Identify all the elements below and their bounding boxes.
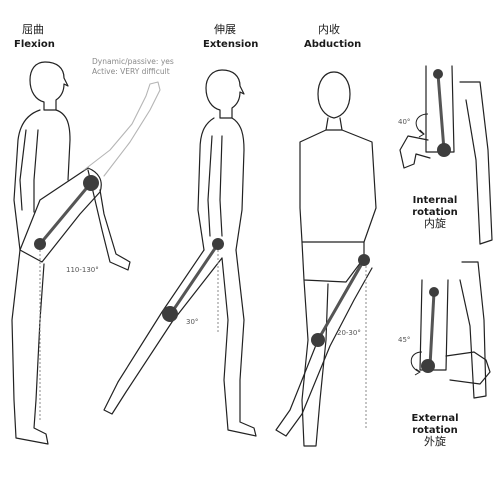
extension-front-leg xyxy=(221,249,257,437)
abduction-knee-joint xyxy=(311,333,325,347)
internal-rotation-label-line1: Internal xyxy=(412,195,458,206)
internal-rotation-angle-value: 40° xyxy=(398,118,411,126)
flexion-torso xyxy=(13,109,71,251)
extension-arm xyxy=(207,135,223,237)
internal-rotation-standing-leg xyxy=(459,81,493,245)
internal-rotation-hip-joint xyxy=(433,69,443,79)
flexion-raised-thigh xyxy=(19,167,102,263)
flexion-figure xyxy=(11,61,161,445)
extension-knee-joint xyxy=(162,306,178,322)
external-rotation-label-line2: rotation xyxy=(412,424,458,436)
abduction-torso xyxy=(299,129,377,243)
abduction-figure xyxy=(275,71,377,447)
flexion-standing-leg xyxy=(11,249,49,445)
internal-rotation-lower-leg xyxy=(399,135,431,169)
external-rotation-label: External rotation 外旋 xyxy=(406,413,464,449)
internal-rotation-label: Internal rotation 内旋 xyxy=(406,195,464,231)
flexion-arm xyxy=(19,129,39,213)
external-rotation-arrowhead xyxy=(414,368,421,376)
external-rotation-standing-leg xyxy=(459,261,487,399)
internal-rotation-knee-joint xyxy=(437,143,451,157)
extension-label-en: Extension xyxy=(203,39,259,50)
extension-hip-joint xyxy=(212,238,224,250)
extension-angle-value: 30° xyxy=(186,318,199,326)
external-rotation-angle-value: 45° xyxy=(398,336,411,344)
abduction-femur-line xyxy=(316,258,366,342)
internal-rotation-label-line2: rotation xyxy=(412,206,458,218)
abduction-hip-joint xyxy=(358,254,370,266)
flexion-angle-value: 110-130° xyxy=(66,266,99,274)
internal-rotation-label-cn: 内旋 xyxy=(424,217,446,230)
extension-label-cn: 伸展 xyxy=(214,23,236,36)
external-rotation-femur-line xyxy=(428,290,436,368)
abduction-neck xyxy=(325,117,343,131)
external-rotation-lower-leg xyxy=(445,351,491,385)
flexion-label-cn: 屈曲 xyxy=(22,23,44,36)
external-rotation-arrow xyxy=(410,351,423,373)
abduction-label-cn: 内收 xyxy=(318,23,340,36)
flexion-head xyxy=(29,61,69,111)
abduction-standing-leg xyxy=(301,279,329,447)
external-rotation-label-cn: 外旋 xyxy=(424,435,446,448)
flexion-label-en: Flexion xyxy=(14,39,55,50)
extension-figure xyxy=(103,69,257,437)
extension-back-leg xyxy=(103,249,223,415)
abduction-crossing-leg xyxy=(275,257,373,437)
flexion-lower-leg xyxy=(87,169,131,271)
flexion-dynamic-leg-outline xyxy=(83,81,161,177)
abduction-angle-value: 20-30° xyxy=(337,329,361,337)
abduction-pelvis xyxy=(301,241,365,283)
external-rotation-figure xyxy=(410,261,491,399)
internal-rotation-figure xyxy=(399,65,493,245)
flexion-note-active: Active: VERY difficult xyxy=(92,67,170,76)
flexion-note-dynamic: Dynamic/passive: yes xyxy=(92,57,174,66)
external-rotation-label-line1: External xyxy=(411,413,459,424)
flexion-hip-joint xyxy=(34,238,46,250)
extension-torso xyxy=(197,117,245,251)
internal-rotation-arrow xyxy=(415,113,429,135)
extension-head xyxy=(205,69,245,119)
internal-rotation-femur-line xyxy=(436,72,446,152)
flexion-femur-line xyxy=(38,182,92,246)
external-rotation-hip-joint xyxy=(429,287,439,297)
extension-femur-line xyxy=(170,242,220,314)
flexion-knee-joint xyxy=(83,175,99,191)
abduction-head xyxy=(317,71,351,119)
external-rotation-knee-joint xyxy=(421,359,435,373)
internal-rotation-arrowhead xyxy=(418,129,425,138)
abduction-label-en: Abduction xyxy=(304,39,362,50)
